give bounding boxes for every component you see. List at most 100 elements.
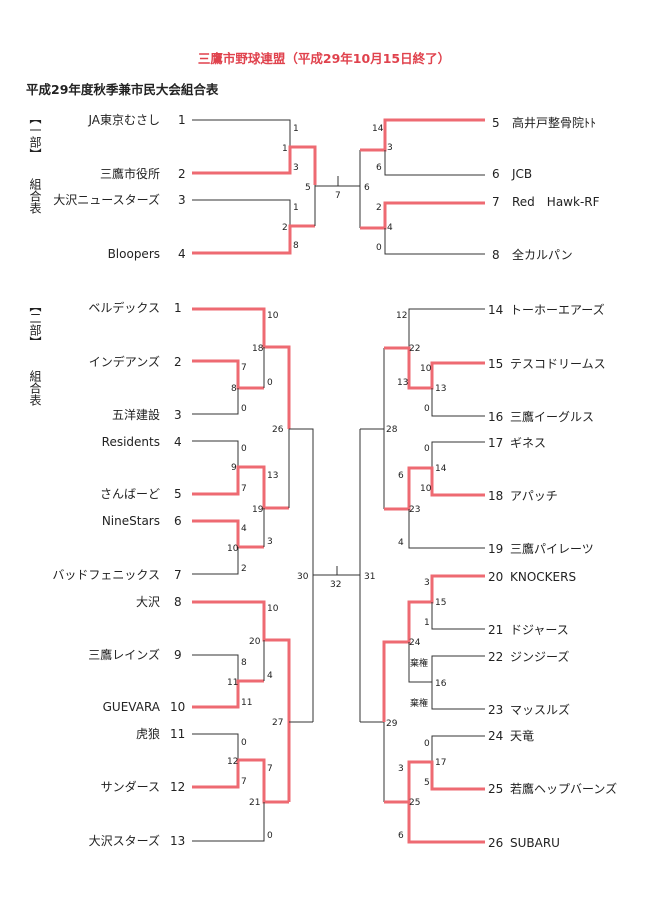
bracket-line bbox=[192, 359, 264, 390]
match-score: 3 bbox=[267, 537, 273, 547]
bracket-line bbox=[431, 441, 485, 468]
team-number: 4 bbox=[178, 247, 186, 261]
team-name: マッスルズ bbox=[510, 702, 570, 717]
team-name: JA東京むさし bbox=[87, 113, 160, 127]
match-score: 6 bbox=[364, 183, 370, 193]
match-score: 10 bbox=[420, 484, 432, 494]
match-score: 16 bbox=[435, 679, 447, 689]
team-name: 三鷹イーグルス bbox=[510, 409, 594, 424]
match-score: 14 bbox=[372, 124, 384, 134]
match-score: 0 bbox=[424, 739, 430, 749]
bracket-line bbox=[384, 346, 485, 390]
division1-table-label: 組合表 bbox=[28, 178, 42, 214]
match-score: 21 bbox=[249, 798, 260, 808]
match-score: 13 bbox=[397, 378, 408, 388]
team-name: ギネス bbox=[510, 436, 546, 450]
team-name: 五洋建設 bbox=[112, 407, 160, 422]
match-score: 7 bbox=[267, 764, 273, 774]
division1-right-teams: 5 高井戸整骨院ﾄﾄ 6 JCB 7 Red Hawk-RF 8 全カルパン bbox=[492, 115, 600, 262]
bracket-line bbox=[384, 228, 485, 255]
team-number: 5 bbox=[174, 487, 182, 501]
bracket-line bbox=[431, 735, 485, 762]
match-score: 1 bbox=[282, 144, 288, 154]
match-score: 3 bbox=[387, 143, 393, 153]
bracket-line bbox=[192, 145, 317, 185]
bracket-line bbox=[192, 802, 265, 842]
page-title: 三鷹市野球連盟（平成29年10月15日終了） bbox=[198, 51, 450, 66]
bracket-line bbox=[192, 519, 264, 549]
team-number: 8 bbox=[174, 595, 182, 609]
team-name: さんばーど bbox=[100, 487, 160, 501]
match-score: 24 bbox=[409, 638, 421, 648]
division2-left-bracket-lines bbox=[192, 307, 360, 842]
match-score: 1 bbox=[293, 203, 299, 213]
division2-right-teams: 14 トーホーエアーズ 15 テスコドリームス 16 三鷹イーグルス 17 ギネ… bbox=[488, 302, 617, 850]
team-name: テスコドリームス bbox=[510, 357, 606, 371]
match-score: 7 bbox=[335, 191, 341, 201]
match-score: 棄権 bbox=[410, 697, 428, 709]
match-score: 26 bbox=[272, 425, 284, 435]
team-number: 14 bbox=[488, 303, 503, 317]
team-number: 2 bbox=[174, 355, 182, 369]
match-score: 0 bbox=[376, 243, 382, 253]
team-name: NineStars bbox=[102, 514, 160, 528]
match-score: 0 bbox=[241, 738, 247, 748]
match-score: 2 bbox=[376, 203, 382, 213]
division2-right-bracket-lines bbox=[359, 308, 485, 844]
team-name: アパッチ bbox=[510, 489, 558, 503]
division1-bracket-lines bbox=[192, 118, 485, 255]
team-name: 全カルパン bbox=[512, 247, 573, 262]
match-score: 9 bbox=[231, 463, 237, 473]
team-number: 16 bbox=[488, 410, 503, 424]
bracket-line bbox=[407, 802, 485, 844]
match-score: 8 bbox=[241, 658, 247, 668]
match-score: 1 bbox=[293, 124, 299, 134]
bracket-line bbox=[192, 465, 289, 510]
division1-left-teams: JA東京むさし 1 三鷹市役所 2 大沢ニュースターズ 3 Bloopers 4 bbox=[53, 113, 185, 261]
team-number: 1 bbox=[174, 301, 182, 315]
team-number: 5 bbox=[492, 116, 500, 130]
match-score: 15 bbox=[435, 598, 446, 608]
team-number: 7 bbox=[492, 195, 500, 209]
bracket-line bbox=[192, 679, 264, 709]
match-score: 7 bbox=[241, 363, 247, 373]
bracket-line bbox=[289, 428, 314, 722]
bracket-line bbox=[382, 574, 485, 722]
team-number: 20 bbox=[488, 570, 503, 584]
match-score: 3 bbox=[293, 163, 299, 173]
team-name: 虎狼 bbox=[136, 726, 160, 741]
team-name: ドジャース bbox=[510, 623, 569, 637]
team-number: 3 bbox=[178, 193, 186, 207]
team-number: 25 bbox=[488, 782, 503, 796]
match-score: 8 bbox=[293, 241, 299, 251]
team-number: 18 bbox=[488, 489, 503, 503]
team-number: 22 bbox=[488, 650, 503, 664]
bracket-line bbox=[360, 201, 485, 230]
team-name: 若鷹ヘップバーンズ bbox=[510, 781, 617, 796]
division1-match-numbers: 1 1 3 1 2 8 5 7 6 14 3 6 2 4 0 bbox=[282, 124, 393, 253]
bracket-line bbox=[360, 118, 485, 152]
bracket-line bbox=[192, 388, 239, 415]
match-score: 12 bbox=[396, 311, 407, 321]
team-name: GUEVARA bbox=[103, 700, 161, 714]
bracket-line bbox=[192, 119, 291, 147]
match-score: 11 bbox=[241, 698, 252, 708]
team-number: 26 bbox=[488, 836, 503, 850]
team-name: KNOCKERS bbox=[510, 570, 576, 584]
team-number: 1 bbox=[178, 113, 186, 127]
match-score: 0 bbox=[424, 404, 430, 414]
team-name: SUBARU bbox=[510, 836, 560, 850]
match-score: 2 bbox=[282, 223, 288, 233]
team-name: ジンジーズ bbox=[510, 649, 569, 664]
bracket-line bbox=[384, 466, 485, 511]
bracket-line bbox=[192, 224, 315, 255]
match-score: 31 bbox=[364, 572, 375, 582]
team-name: バッドフェニックス bbox=[52, 568, 160, 582]
match-score: 13 bbox=[267, 471, 278, 481]
bracket-line bbox=[408, 642, 432, 683]
match-score: 10 bbox=[420, 364, 432, 374]
match-score: 29 bbox=[386, 719, 398, 729]
match-score: 0 bbox=[424, 444, 430, 454]
team-name: 三鷹パイレーツ bbox=[510, 541, 594, 556]
team-number: 15 bbox=[488, 357, 503, 371]
